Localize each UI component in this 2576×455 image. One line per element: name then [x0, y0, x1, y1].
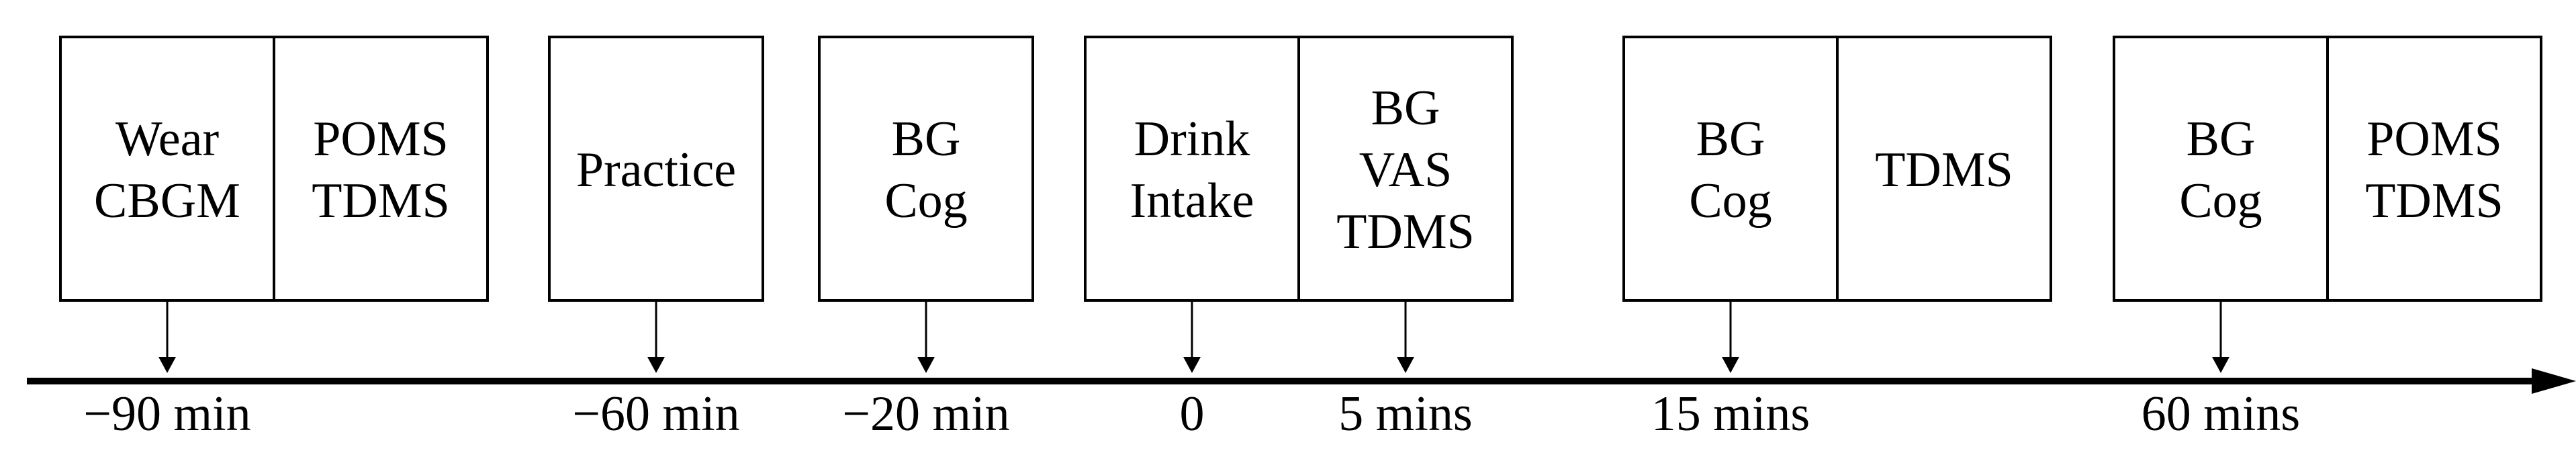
timeline-step: BG Cog POMS TDMS 60 mins: [2113, 36, 2542, 442]
timeline-arrowhead: [2532, 368, 2576, 394]
timeline-step: BG Cog −20 min: [818, 36, 1034, 442]
step-box: [273, 36, 489, 302]
time-label: −20 min: [842, 386, 1009, 442]
step-box: [818, 36, 1034, 302]
step-label: BG: [2187, 112, 2256, 167]
step-label: Practice: [576, 142, 736, 198]
tick-arrow-head: [917, 357, 935, 373]
tick-arrow-head: [1183, 357, 1201, 373]
step-label: TDMS: [1336, 204, 1475, 259]
step-box: [548, 36, 764, 302]
step-label: Drink: [1134, 112, 1250, 167]
step-label: VAS: [1359, 142, 1453, 198]
time-label: 0: [1180, 386, 1205, 442]
step-label: Intake: [1130, 173, 1254, 229]
step-label: TDMS: [2365, 173, 2503, 229]
timeline-step: Practice −60 min: [548, 36, 764, 442]
step-label: POMS: [2366, 112, 2502, 167]
step-label: BG: [892, 112, 961, 167]
step-label: BG: [1696, 112, 1765, 167]
step-box: [1084, 36, 1300, 302]
tick-arrow-head: [1722, 357, 1739, 373]
step-label: BG: [1371, 81, 1440, 136]
tick-arrow-head: [2212, 357, 2229, 373]
time-label: 15 mins: [1651, 386, 1810, 442]
step-box: [1836, 36, 2052, 302]
step-label: Wear: [116, 112, 219, 167]
step-label: Cog: [1689, 173, 1772, 229]
step-box: [59, 36, 275, 302]
tick-arrow-head: [158, 357, 176, 373]
step-box: [2113, 36, 2329, 302]
step-label: Cog: [2179, 173, 2262, 229]
time-label: −60 min: [572, 386, 739, 442]
time-label: 60 mins: [2142, 386, 2300, 442]
timeline-step: BG Cog TDMS 15 mins: [1622, 36, 2052, 442]
step-box: [1622, 36, 1839, 302]
time-label: −90 min: [83, 386, 250, 442]
step-label: TDMS: [1875, 142, 2013, 198]
tick-arrow-head: [1397, 357, 1414, 373]
time-label: 5 mins: [1338, 386, 1472, 442]
step-label: CBGM: [94, 173, 240, 229]
step-label: Cog: [884, 173, 967, 229]
step-box: [1297, 36, 1514, 302]
step-box: [2326, 36, 2542, 302]
step-label: TDMS: [312, 173, 450, 229]
step-label: POMS: [313, 112, 449, 167]
tick-arrow-head: [647, 357, 665, 373]
